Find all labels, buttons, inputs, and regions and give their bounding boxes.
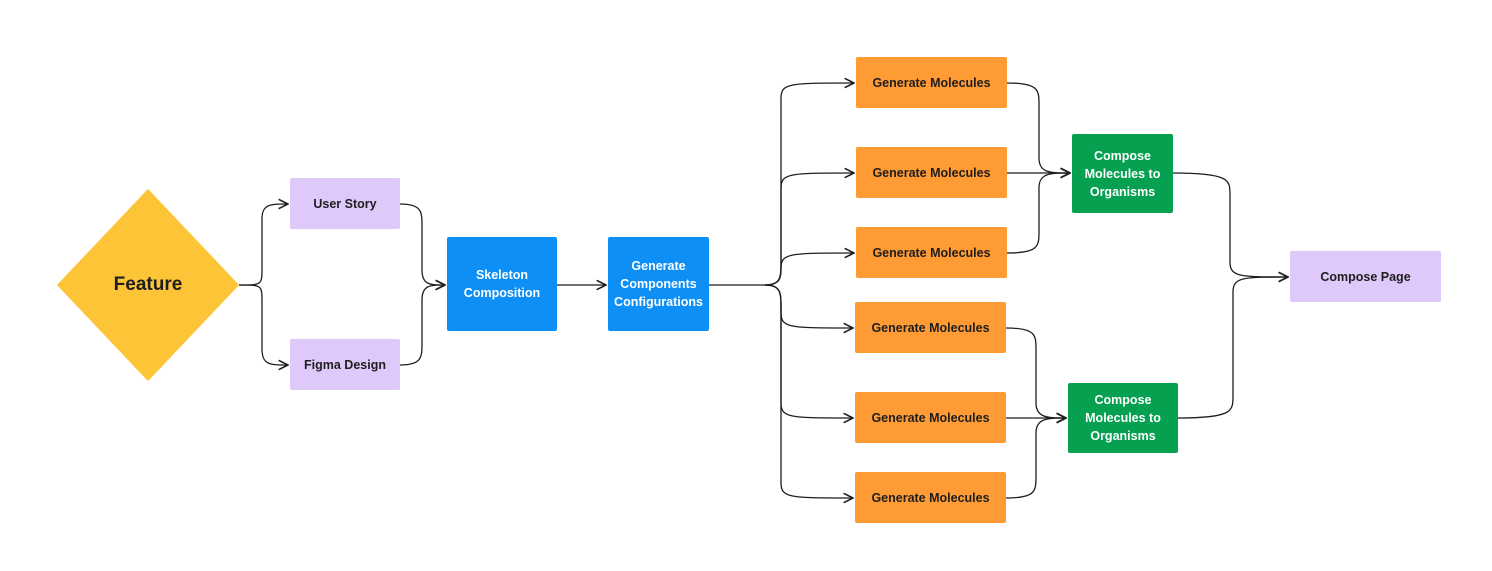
generate-molecules-node-1: Generate Molecules xyxy=(856,57,1007,108)
edge-config-mol-5 xyxy=(764,284,853,418)
edge-org-2-page xyxy=(1177,277,1288,419)
edge-config-mol-2 xyxy=(764,173,854,286)
edge-feature-figma-design xyxy=(238,284,288,365)
generate-config-node: Generate Components Configurations xyxy=(608,237,709,331)
figma-design-node: Figma Design xyxy=(290,339,400,390)
generate-molecules-node-4: Generate Molecules xyxy=(855,302,1006,353)
edge-config-mol-4 xyxy=(764,284,853,328)
edge-config-mol-3 xyxy=(764,253,854,286)
compose-organisms-node-2: Compose Molecules to Organisms xyxy=(1068,383,1178,453)
user-story-node: User Story xyxy=(290,178,400,229)
compose-page-node: Compose Page xyxy=(1290,251,1441,302)
edge-config-mol-6 xyxy=(764,284,853,498)
edge-user-story-skeleton xyxy=(399,203,445,285)
edge-mol-1-org-1 xyxy=(1006,82,1070,173)
generate-molecules-node-2: Generate Molecules xyxy=(856,147,1007,198)
generate-molecules-node-5: Generate Molecules xyxy=(855,392,1006,443)
edge-mol-4-org-2 xyxy=(1005,327,1066,418)
edge-org-1-page xyxy=(1172,172,1288,277)
generate-molecules-node-6: Generate Molecules xyxy=(855,472,1006,523)
edge-mol-6-org-2 xyxy=(1005,418,1066,499)
edge-mol-3-org-1 xyxy=(1006,173,1070,254)
skeleton-composition-node: Skeleton Composition xyxy=(447,237,557,331)
feature-diamond-shape xyxy=(57,189,239,381)
edge-feature-user-story xyxy=(238,204,288,286)
generate-molecules-node-3: Generate Molecules xyxy=(856,227,1007,278)
feature-node: Feature xyxy=(57,189,239,381)
edge-figma-skeleton xyxy=(399,285,445,366)
compose-organisms-node-1: Compose Molecules to Organisms xyxy=(1072,134,1173,213)
feature-label: Feature xyxy=(113,274,183,295)
